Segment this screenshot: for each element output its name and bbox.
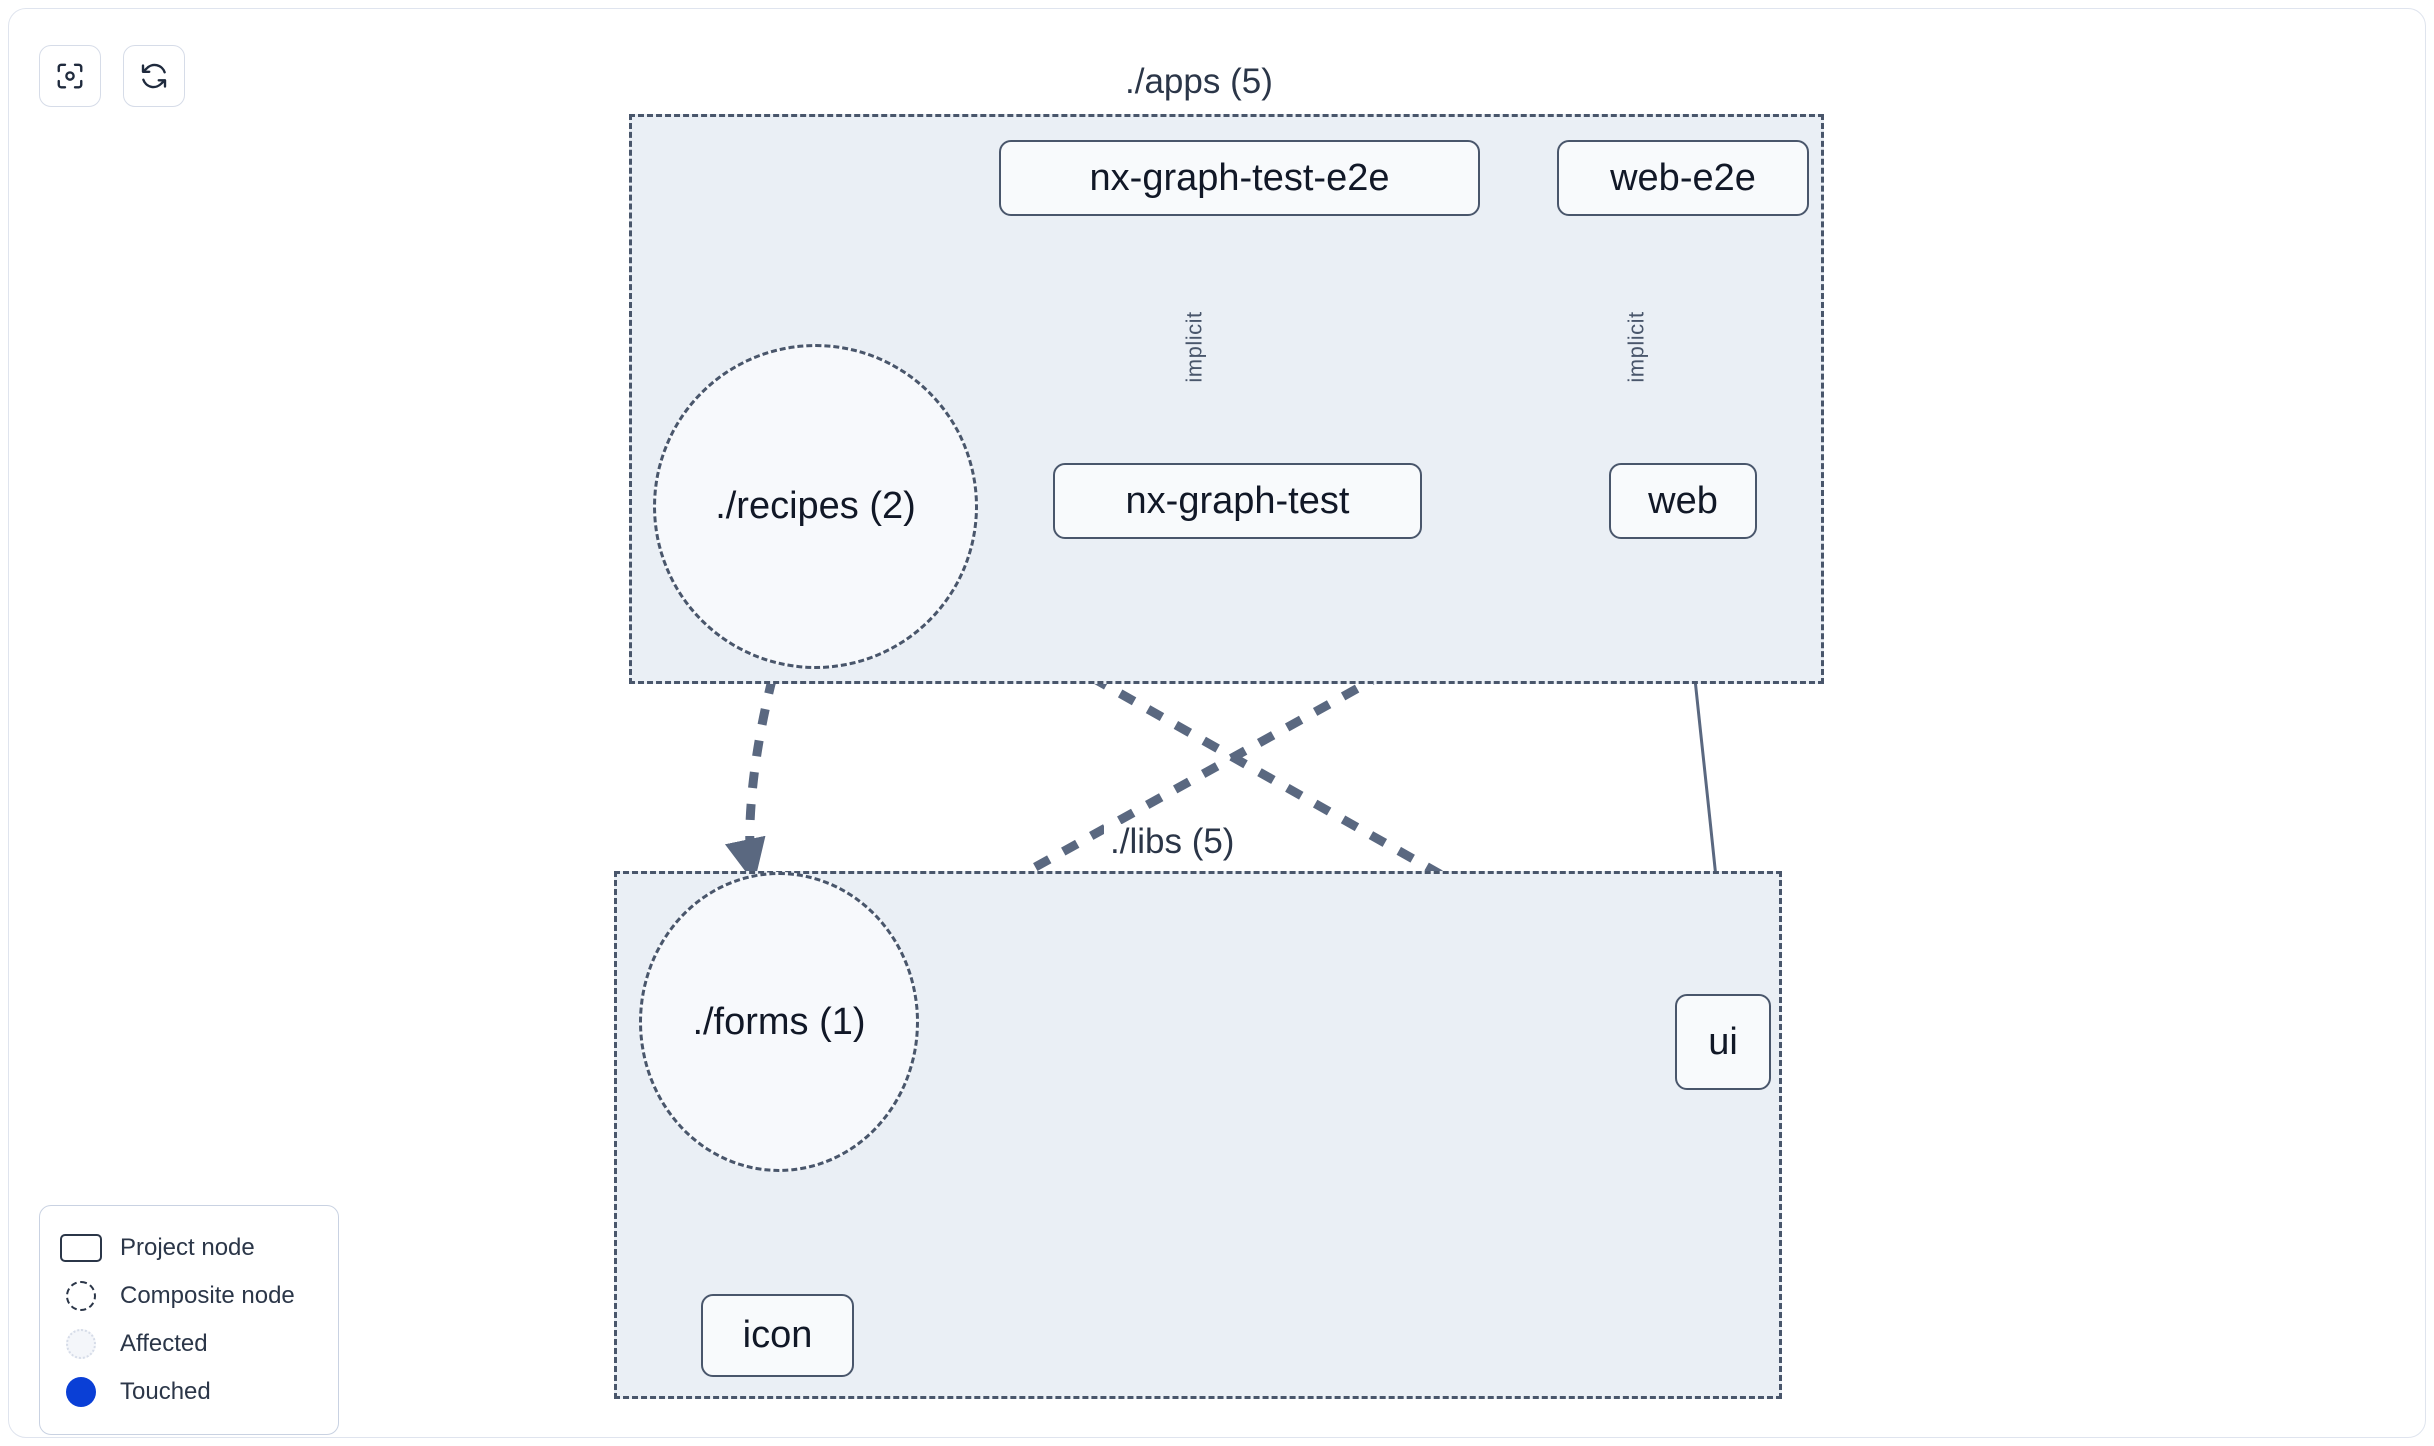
project-node-icon-label: icon xyxy=(742,1314,813,1356)
legend-item-touched: Touched xyxy=(58,1368,318,1416)
project-node-nx-graph-test-e2e[interactable]: nx-graph-test-e2e xyxy=(999,140,1480,216)
edge-recipes-to-forms xyxy=(724,645,786,884)
project-node-web-e2e[interactable]: web-e2e xyxy=(1557,140,1809,216)
legend-label-project-node: Project node xyxy=(120,1234,255,1261)
legend-label-composite-node: Composite node xyxy=(120,1282,295,1309)
graph-canvas[interactable]: implicit implicit ./apps (5) ./libs (5) … xyxy=(8,8,2426,1438)
focus-graph-button[interactable] xyxy=(39,45,101,107)
project-node-icon[interactable]: icon xyxy=(701,1294,854,1377)
graph-legend: Project node Composite node Affected Tou… xyxy=(39,1205,339,1435)
legend-item-composite-node: Composite node xyxy=(58,1272,318,1320)
project-node-nx-graph-test-e2e-label: nx-graph-test-e2e xyxy=(1089,156,1390,199)
project-node-web-e2e-label: web-e2e xyxy=(1610,156,1756,199)
project-node-nx-graph-test[interactable]: nx-graph-test xyxy=(1053,463,1422,539)
project-node-web[interactable]: web xyxy=(1609,463,1757,539)
composite-node-forms-label: ./forms (1) xyxy=(692,1000,866,1043)
edge-label-implicit-web: implicit xyxy=(1623,311,1649,383)
composite-node-swatch xyxy=(58,1281,104,1311)
legend-item-project-node: Project node xyxy=(58,1224,318,1272)
project-node-nx-graph-test-label: nx-graph-test xyxy=(1125,479,1350,522)
refresh-graph-button[interactable] xyxy=(123,45,185,107)
project-node-swatch xyxy=(58,1234,104,1262)
affected-swatch xyxy=(58,1329,104,1359)
graph-toolbar xyxy=(39,45,185,107)
project-node-ui-label: ui xyxy=(1708,1020,1738,1063)
legend-item-affected: Affected xyxy=(58,1320,318,1368)
legend-label-affected: Affected xyxy=(120,1330,208,1357)
project-node-web-label: web xyxy=(1648,479,1718,522)
project-node-ui[interactable]: ui xyxy=(1675,994,1771,1090)
touched-swatch xyxy=(58,1377,104,1407)
legend-label-touched: Touched xyxy=(120,1378,211,1405)
focus-icon xyxy=(55,61,85,91)
group-label-libs: ./libs (5) xyxy=(1104,823,1241,861)
refresh-icon xyxy=(139,61,169,91)
composite-node-forms[interactable]: ./forms (1) xyxy=(639,872,919,1172)
composite-node-recipes[interactable]: ./recipes (2) xyxy=(653,344,978,669)
composite-node-recipes-label: ./recipes (2) xyxy=(715,485,916,527)
edge-label-implicit-nx-graph-test: implicit xyxy=(1181,311,1207,383)
group-label-apps: ./apps (5) xyxy=(1119,63,1279,101)
